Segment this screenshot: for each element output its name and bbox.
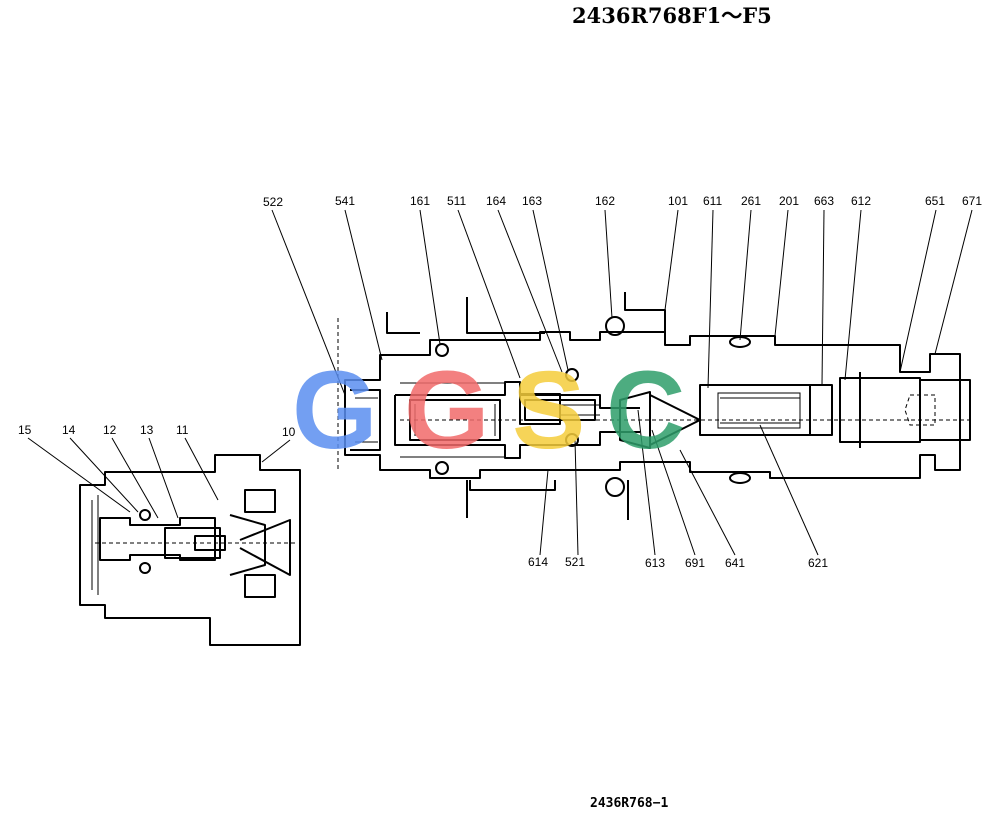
callout-611: 611 [703,194,722,208]
callout-613: 613 [645,556,665,570]
watermark-logo: G G S C [292,349,685,472]
callout-10: 10 [282,425,296,439]
callout-541: 541 [335,194,355,208]
callout-261: 261 [741,194,761,208]
callout-labels-top: 522 541 161 511 164 163 162 101 611 261 … [263,194,982,209]
callout-101: 101 [668,194,688,208]
main-valve-assembly [337,292,971,520]
inset-valve-assembly [79,454,301,646]
callout-161: 161 [410,194,430,208]
callout-691: 691 [685,556,705,570]
callout-11: 11 [176,423,189,437]
callout-511: 511 [447,194,466,208]
leader-lines [27,209,973,556]
callout-641: 641 [725,556,745,570]
callout-612: 612 [851,194,871,208]
diagram-title: 2436R768F1～F5 [572,3,772,28]
callout-164: 164 [486,194,506,208]
callout-163: 163 [522,194,542,208]
callout-12: 12 [103,423,117,437]
callout-162: 162 [595,194,615,208]
callout-201: 201 [779,194,799,208]
callout-13: 13 [140,423,154,437]
callout-614: 614 [528,555,548,569]
callout-15: 15 [18,423,32,437]
callout-671: 671 [962,194,982,208]
watermark-letter-c: C [606,349,685,472]
drawing-number: 2436R768−1 [590,796,668,811]
callout-663: 663 [814,194,834,208]
callout-522: 522 [263,195,283,209]
callout-14: 14 [62,423,76,437]
callout-labels-left: 15 14 12 13 11 10 [18,423,296,439]
watermark-letter-g1: G [292,349,378,472]
callout-521: 521 [565,555,585,569]
callout-651: 651 [925,194,945,208]
callout-621: 621 [808,556,828,570]
callout-labels-bottom: 614 521 613 691 641 621 [528,555,828,570]
watermark-letter-s: S [512,349,585,472]
watermark-letter-g2: G [404,349,490,472]
